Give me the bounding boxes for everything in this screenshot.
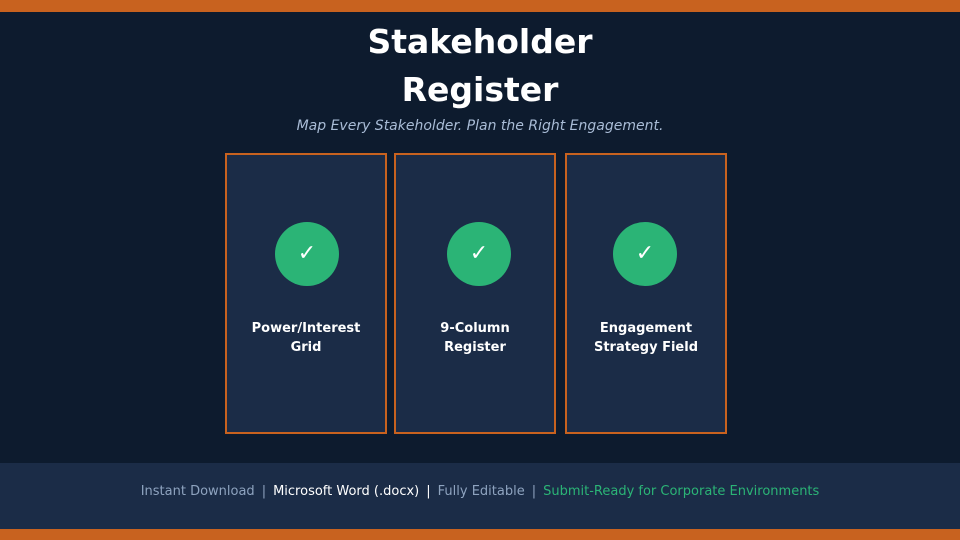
feature-card-power-interest-grid: ✓ Power/Interest Grid [225,153,387,434]
title-line-2: Register [401,70,559,109]
check-icon: ✓ [613,222,677,286]
card-label-line-1: Engagement [599,321,693,336]
card-label-line-1: 9-Column [440,321,510,336]
card-label-line-2: Register [444,340,506,355]
check-icon: ✓ [447,222,511,286]
page-subtitle: Map Every Stakeholder. Plan the Right En… [296,118,664,134]
feature-card-label: Engagement Strategy Field [567,319,725,357]
feature-card-9-column-register: ✓ 9-Column Register [394,153,556,434]
card-label-line-2: Grid [290,340,322,355]
footer-separator: | [531,484,537,499]
feature-card-label: Power/Interest Grid [227,319,385,357]
footer-instant-download: Instant Download [140,484,255,499]
page-title: Stakeholder Register [0,18,960,114]
footer-features: Instant Download | Microsoft Word (.docx) |… [0,482,960,502]
feature-card-engagement-strategy-field: ✓ Engagement Strategy Field [565,153,727,434]
footer-band: Instant Download | Microsoft Word (.docx) |… [0,463,960,529]
footer-fully-editable: Fully Editable [437,484,525,499]
feature-card-label: 9-Column Register [396,319,554,357]
footer-separator: | [426,484,431,499]
check-icon: ✓ [275,222,339,286]
card-label-line-2: Strategy Field [593,340,698,355]
footer-file-format: Microsoft Word (.docx) [273,484,420,499]
footer-submit-ready: Submit-Ready for Corporate Environments [543,484,820,499]
card-label-line-1: Power/Interest [251,321,361,336]
footer-separator: | [261,484,267,499]
bottom-accent-bar [0,529,960,540]
title-line-1: Stakeholder [367,22,593,61]
top-accent-bar [0,0,960,12]
